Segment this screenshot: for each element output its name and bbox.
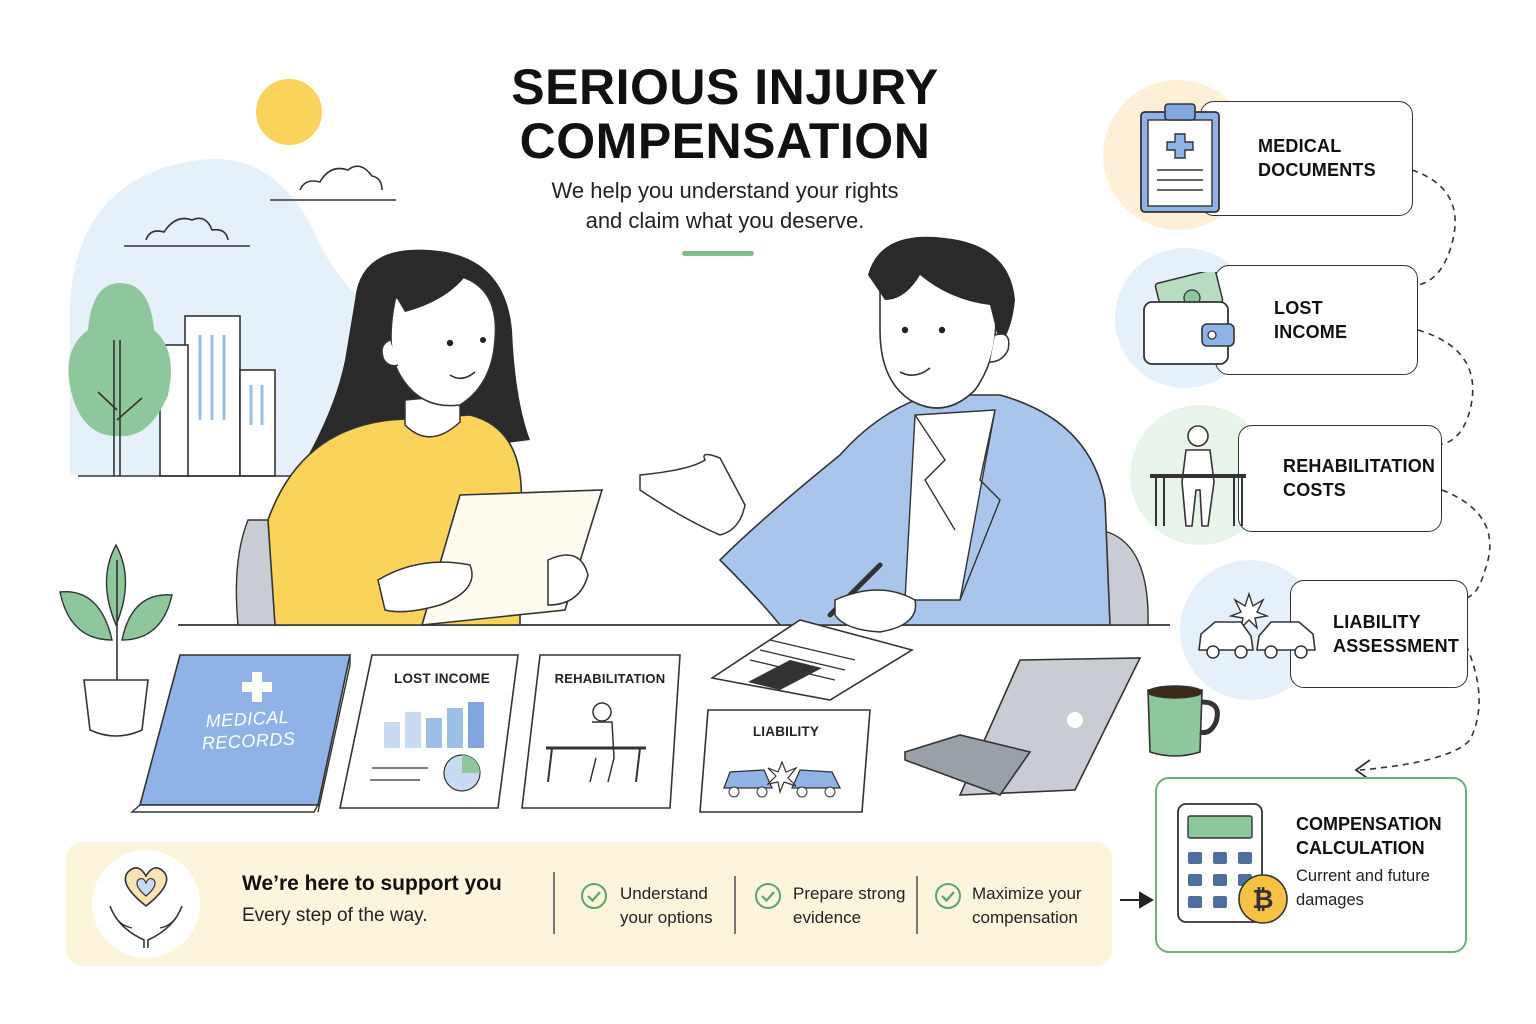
chair	[1099, 529, 1149, 626]
lawyer-man-figure	[639, 236, 1111, 701]
step-label: REHABILITATION COSTS	[1283, 454, 1435, 502]
step-label-line: DOCUMENTS	[1258, 160, 1376, 180]
step-label-line: MEDICAL	[1258, 136, 1342, 156]
support-heading: We’re here to support you	[242, 872, 502, 895]
cloud-icon	[270, 165, 396, 201]
title-line: SERIOUS INJURY	[511, 59, 939, 115]
benefit-line: evidence	[793, 908, 862, 927]
subtitle-line: We help you understand your rights	[551, 178, 899, 203]
benefit-maximize-compensation: Maximize your compensation	[972, 882, 1082, 930]
final-desc-line: Current and future	[1296, 867, 1430, 885]
step-card	[1200, 101, 1413, 216]
benefit-line: Understand	[620, 884, 708, 903]
step-card	[1290, 580, 1468, 688]
benefit-line: your options	[620, 908, 713, 927]
benefit-line: compensation	[972, 908, 1078, 927]
rehab-walker-icon	[1150, 425, 1246, 527]
support-banner	[66, 842, 1112, 966]
liability-card	[699, 709, 871, 813]
step-card	[1238, 425, 1442, 532]
step-label-line: LOST	[1274, 298, 1323, 318]
benefit-prepare-evidence: Prepare strong evidence	[793, 882, 905, 930]
step-label: LIABILITY ASSESSMENT	[1333, 610, 1459, 658]
wallet-icon	[1143, 272, 1235, 365]
heart-hands-icon	[92, 850, 200, 958]
final-title-line: COMPENSATION	[1296, 814, 1442, 834]
step-label-line: INCOME	[1274, 322, 1348, 342]
arrow-right-icon	[1120, 891, 1154, 909]
step-label-line: ASSESSMENT	[1333, 636, 1460, 656]
tree-icon	[68, 283, 171, 476]
check-circle-icon	[935, 883, 961, 909]
step-label: LOST INCOME	[1274, 296, 1347, 344]
medical-records-book	[130, 654, 351, 813]
page-subtitle: We help you understand your rights and c…	[480, 176, 970, 236]
step-label-line: REHABILITATION	[1283, 456, 1436, 476]
step-card	[1215, 265, 1418, 375]
lost-income-card	[339, 654, 519, 809]
laptop-icon	[904, 657, 1142, 796]
step-label-line: COSTS	[1283, 480, 1347, 500]
book-title-line: RECORDS	[201, 728, 296, 754]
clipboard-icon	[1140, 103, 1220, 213]
final-desc-line: damages	[1296, 891, 1364, 909]
calculator-icon: ₿	[1177, 803, 1288, 924]
divider	[734, 876, 736, 934]
benefit-line: Maximize your	[972, 884, 1082, 903]
potted-plant-icon	[59, 543, 173, 737]
arrow-icon	[1354, 759, 1371, 781]
svg-text:₿: ₿	[1252, 884, 1273, 914]
final-title-line: CALCULATION	[1296, 838, 1425, 858]
sun-icon	[256, 79, 322, 145]
step-connector	[1359, 169, 1491, 771]
subtitle-line: and claim what you deserve.	[585, 208, 865, 233]
step-label-line: LIABILITY	[1333, 612, 1421, 632]
client-woman-figure	[267, 249, 604, 626]
title-line: COMPENSATION	[519, 113, 931, 169]
benefit-understand-options: Understand your options	[620, 882, 713, 930]
title-underline	[682, 251, 754, 256]
book-title-line: MEDICAL	[205, 706, 290, 732]
coffee-mug-icon	[1147, 685, 1220, 757]
medical-records-label: MEDICAL RECORDS	[182, 705, 314, 756]
divider	[553, 872, 555, 934]
final-step-description: Current and future damages	[1296, 864, 1456, 912]
final-step-title: COMPENSATION CALCULATION	[1296, 812, 1442, 860]
rehabilitation-card	[521, 654, 681, 809]
step-label: MEDICAL DOCUMENTS	[1258, 134, 1376, 182]
car-crash-icon	[1198, 591, 1316, 659]
liability-card-label: LIABILITY	[752, 724, 820, 739]
city-buildings	[78, 315, 290, 477]
rehabilitation-card-label: REHABILITATION	[554, 671, 666, 686]
cloud-icon	[124, 217, 250, 247]
divider	[916, 876, 918, 934]
support-subtext: Every step of the way.	[242, 905, 428, 926]
check-circle-icon	[581, 883, 607, 909]
benefit-line: Prepare strong	[793, 884, 906, 903]
lost-income-card-label: LOST INCOME	[394, 671, 490, 686]
check-circle-icon	[755, 883, 781, 909]
page-title: SERIOUS INJURY COMPENSATION	[440, 60, 1010, 168]
